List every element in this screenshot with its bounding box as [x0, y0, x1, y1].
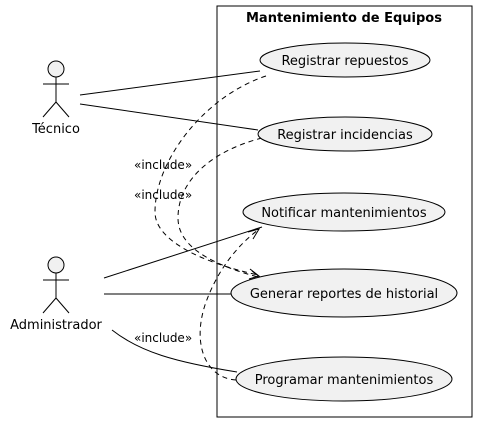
actor-tecnico: Técnico	[31, 60, 80, 137]
include-programar-notificar	[199, 229, 259, 381]
actor-administrador-label: Administrador	[10, 318, 102, 333]
use-case-programar-mantenimientos-shape	[235, 356, 453, 402]
use-case-generar-reportes-shape	[230, 268, 458, 318]
include-registrar-repuestos	[154, 75, 267, 276]
include-registrar-incidencias	[177, 137, 263, 278]
association-admin-programar	[111, 329, 238, 373]
use-case-programar-mantenimientos: Programar mantenimientos	[235, 356, 453, 402]
use-case-registrar-repuestos-shape	[259, 42, 431, 78]
use-case-registrar-incidencias-label: Registrar incidencias	[277, 128, 413, 143]
actor-administrador-head	[47, 256, 65, 274]
use-case-generar-reportes: Generar reportes de historial	[230, 268, 458, 318]
association-tecnico-registrar-repuestos	[79, 70, 261, 96]
association-tecnico-registrar-incidencias	[79, 103, 259, 131]
use-case-notificar-mantenimientos-label: Notificar mantenimientos	[261, 206, 427, 221]
actor-tecnico-label: Técnico	[31, 122, 80, 137]
use-case-registrar-repuestos-label: Registrar repuestos	[281, 54, 408, 69]
actor-tecnico-leg-left	[42, 101, 57, 118]
actor-tecnico-head	[47, 60, 65, 78]
system-title: Mantenimiento de Equipos	[246, 11, 442, 26]
include-arrowhead-notificar	[247, 228, 261, 240]
actor-tecnico-leg-right	[55, 101, 70, 118]
system-boundary	[216, 5, 473, 418]
association-admin-notificar	[103, 226, 263, 279]
actor-administrador: Administrador	[10, 256, 103, 333]
actor-administrador-leg-right	[55, 297, 70, 314]
use-case-registrar-incidencias-shape	[257, 116, 433, 152]
include-label-programar: «include»	[134, 331, 192, 345]
include-label-registrar-repuestos: «include»	[134, 158, 192, 172]
use-case-registrar-repuestos: Registrar repuestos	[259, 42, 431, 78]
use-case-notificar-mantenimientos-shape	[242, 192, 446, 232]
include-label-registrar-incidencias: «include»	[134, 188, 192, 202]
use-case-registrar-incidencias: Registrar incidencias	[257, 116, 433, 152]
actor-administrador-leg-left	[42, 297, 57, 314]
use-case-generar-reportes-label: Generar reportes de historial	[250, 287, 438, 302]
use-case-programar-mantenimientos-label: Programar mantenimientos	[255, 373, 434, 388]
use-case-notificar-mantenimientos: Notificar mantenimientos	[242, 192, 446, 232]
